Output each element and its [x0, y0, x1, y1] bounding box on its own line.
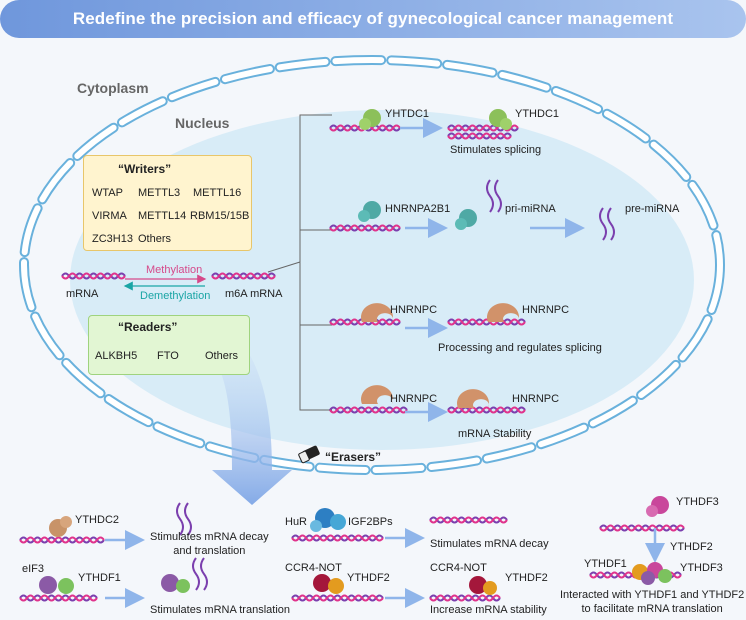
reader-item: ALKBH5	[95, 350, 138, 362]
path2-product: pre-miRNA	[625, 203, 680, 215]
readers-heading: “Readers”	[118, 320, 178, 334]
title-banner	[0, 0, 746, 38]
rna-strand	[329, 224, 401, 232]
rna-strand	[61, 272, 126, 280]
rna-strand	[19, 594, 98, 602]
writer-item: RBM15/15B	[190, 210, 250, 222]
protein-blobs	[39, 109, 672, 595]
ythdf3-partner1: YTHDF1	[584, 558, 627, 570]
rna-strand	[61, 272, 126, 280]
rna-strand	[429, 516, 508, 524]
mrna-label: mRNA	[66, 288, 99, 300]
path3-outcome: Processing and regulates splicing	[438, 342, 602, 354]
ythdf2-outcome: Increase mRNA stability	[430, 604, 547, 616]
rna-strand	[447, 132, 512, 140]
writers-panel	[83, 155, 252, 251]
rna-strand	[447, 132, 512, 140]
igf2bps-outcome: Stimulates mRNA decay	[430, 538, 549, 550]
rna-strand	[447, 318, 526, 326]
big-down-arrow	[212, 352, 292, 505]
demethylation-label: Demethylation	[140, 290, 211, 302]
writer-item: WTAP	[92, 187, 123, 199]
ythdf1-cofactor: eIF3	[22, 563, 45, 575]
rna-strand	[19, 536, 105, 544]
cytoplasm-label: Cytoplasm	[77, 80, 149, 96]
rna-strand	[429, 594, 501, 602]
path4-outcome: mRNA Stability	[458, 428, 532, 440]
ythdf3-outcome: Interacted with YTHDF1 and YTHDF2 to fac…	[560, 589, 745, 615]
igf2bps-cofactor: HuR	[285, 516, 308, 528]
ythdf2-protein: YTHDF2	[347, 572, 390, 584]
path1-protein: YHTDC1	[385, 108, 430, 120]
igf2bps-protein: IGF2BPs	[348, 516, 393, 528]
erasers-heading: “Erasers”	[325, 450, 382, 464]
path2-protein: HNRNPA2B1	[385, 203, 451, 215]
methylation-label: Methylation	[146, 264, 203, 276]
path3-protein: HNRNPC	[390, 304, 438, 316]
writer-item: Others	[138, 233, 172, 245]
writer-item: METTL14	[138, 210, 187, 222]
eraser-icon	[298, 445, 320, 464]
branch-bracket	[267, 114, 332, 411]
path2-intermediate: pri-miRNA	[505, 203, 556, 215]
ythdf1-protein: YTHDF1	[78, 572, 121, 584]
ythdf3-partner2: YTHDF2	[670, 541, 713, 553]
ythdf1-outcome: Stimulates mRNA translation	[150, 604, 290, 616]
ythdc2-outcome: Stimulates mRNA decay and translation	[150, 531, 269, 557]
writer-item: METTL3	[138, 187, 181, 199]
ythdf2-product-protein: YTHDF2	[505, 572, 548, 584]
ythdf2-cofactor: CCR4-NOT	[285, 562, 342, 574]
ythdf3-complex-protein: YTHDF3	[680, 562, 723, 574]
writer-item: ZC3H13	[92, 233, 133, 245]
path4-product-protein: HNRNPC	[512, 393, 560, 405]
path1-product-protein: YTHDC1	[515, 108, 560, 120]
reader-item: Others	[205, 350, 239, 362]
rna-strand	[447, 406, 526, 414]
hairpin-rna-icons	[176, 179, 615, 591]
readers-panel	[88, 315, 250, 375]
rna-strand	[329, 406, 408, 414]
writers-heading: “Writers”	[118, 162, 172, 176]
ythdf3-protein: YTHDF3	[676, 496, 719, 508]
nucleus-label: Nucleus	[175, 115, 230, 131]
rna-strand	[599, 524, 685, 532]
writer-item: METTL16	[193, 187, 242, 199]
rna-strand	[291, 594, 384, 602]
rna-strand	[447, 124, 519, 132]
path4-protein: HNRNPC	[390, 393, 438, 405]
writer-item: VIRMA	[92, 210, 127, 222]
ythdf2-product-cofactor: CCR4-NOT	[430, 562, 487, 574]
ythdc2-protein: YTHDC2	[75, 514, 120, 526]
rna-strand	[211, 272, 276, 280]
page-title: Redefine the precision and efficacy of g…	[72, 9, 674, 28]
reader-item: FTO	[157, 350, 179, 362]
m6a-mrna-label: m6A mRNA	[225, 288, 283, 300]
rna-strand	[291, 534, 384, 542]
path3-product-protein: HNRNPC	[522, 304, 570, 316]
flow-arrows	[105, 118, 665, 608]
rna-strand	[211, 272, 276, 280]
path1-outcome: Stimulates splicing	[450, 144, 542, 156]
